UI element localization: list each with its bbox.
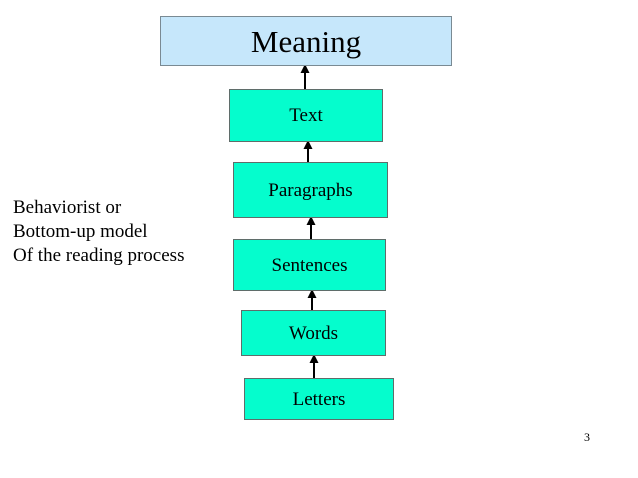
caption-line-2: Bottom-up model	[13, 221, 148, 242]
caption-line-1: Behaviorist or	[13, 197, 122, 218]
arrow-letters-to-words	[308, 354, 320, 380]
node-words: Words	[241, 310, 386, 356]
arrow-sentences-to-paragraphs	[305, 216, 317, 241]
node-words-label: Words	[288, 322, 339, 344]
node-letters-label: Letters	[292, 388, 346, 410]
node-paragraphs-label: Paragraphs	[268, 179, 353, 201]
arrow-words-to-sentences	[306, 289, 318, 312]
arrow-paragraphs-to-text	[302, 140, 314, 164]
node-sentences: Sentences	[233, 239, 386, 291]
node-letters: Letters	[244, 378, 394, 420]
model-caption: Behaviorist or Bottom-up model Of the re…	[13, 196, 228, 268]
node-meaning-label: Meaning	[250, 23, 362, 59]
arrow-text-to-meaning	[299, 64, 311, 91]
node-text-label: Text	[289, 105, 323, 126]
caption-line-3: Of the reading process	[13, 245, 185, 266]
page-number: 3	[584, 430, 590, 444]
node-sentences-label: Sentences	[271, 254, 348, 276]
node-text: Text	[229, 89, 383, 142]
node-paragraphs: Paragraphs	[233, 162, 388, 218]
node-meaning: Meaning	[160, 16, 452, 66]
